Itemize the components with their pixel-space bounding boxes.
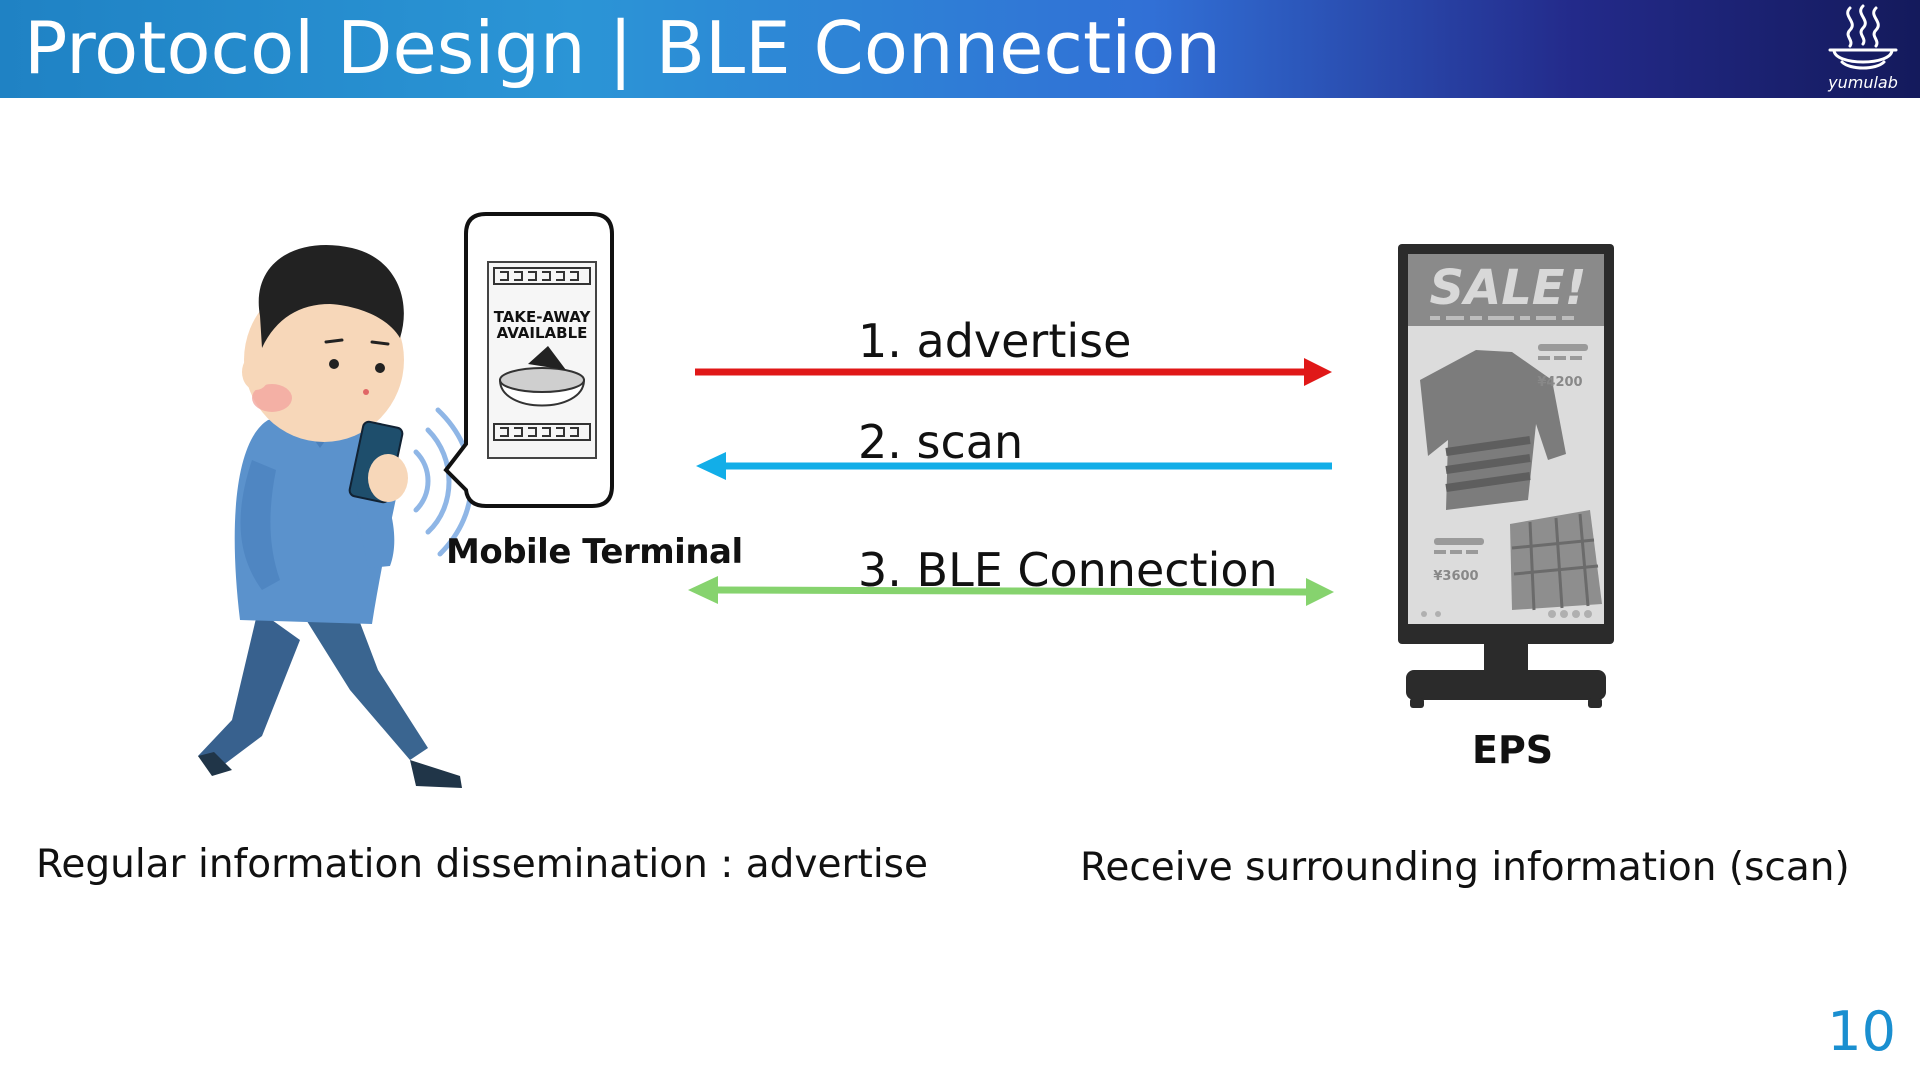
eps-screen-price-2: ¥3600 [1433,569,1478,584]
phone-screen-bubble [443,212,614,508]
phone-screen-text-2: AVAILABLE [497,324,588,342]
phone-screen-text-1: TAKE-AWAY [494,308,592,326]
eps-screen-headline: SALE! [1430,260,1587,316]
eps-screen-price-1: ¥4200 [1537,375,1582,390]
arrow-label-advertise: 1. advertise [858,314,1132,368]
slide-title: Protocol Design | BLE Connection [24,6,1221,90]
caption-advertise: Regular information dissemination : adve… [36,842,928,887]
arrow-label-scan: 2. scan [858,415,1024,469]
logo-text: yumulab [1828,73,1898,92]
eps-signage-illustration [1398,244,1614,708]
person-head [242,244,404,442]
arrow-advertise [695,358,1332,386]
phone-in-hand [348,420,408,504]
caption-scan: Receive surrounding information (scan) [1080,845,1850,890]
eps-label: EPS [1472,728,1554,772]
mobile-terminal-label: Mobile Terminal [446,532,743,572]
person-legs [198,610,462,788]
arrow-label-ble-connection: 3. BLE Connection [858,543,1278,597]
arrow-ble-connection [688,576,1334,606]
page-number: 10 [1827,1000,1896,1063]
yumulab-logo: yumulab [1820,4,1906,94]
arrow-scan [696,452,1332,480]
header-bar: Protocol Design | BLE Connection yumulab [0,0,1920,98]
onsen-icon [1828,4,1898,70]
